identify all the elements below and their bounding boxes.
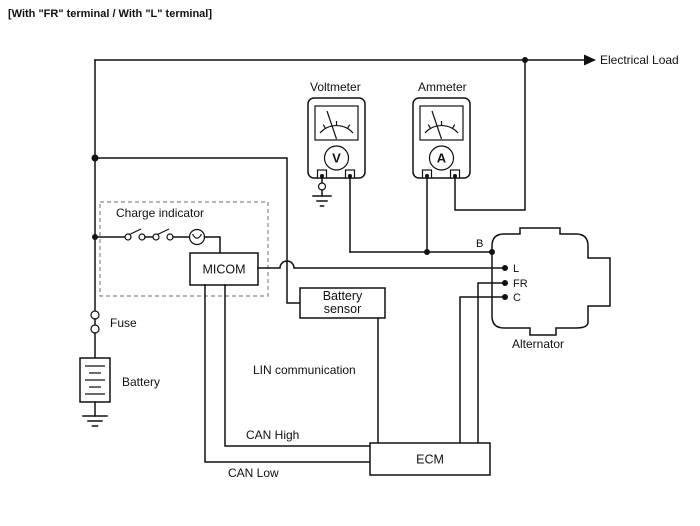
- ammeter-output-wire: [454, 59, 526, 211]
- micom-to-l-terminal-wire: [257, 260, 503, 269]
- voltmeter: Voltmeter V: [307, 80, 366, 207]
- ammeter-symbol-ring: [428, 145, 455, 171]
- cluster-boundary: [99, 201, 269, 297]
- voltmeter-scale-arc: [319, 124, 354, 134]
- charge-lamp-icon: [188, 228, 206, 246]
- fr-to-ecm-wire: [477, 282, 506, 444]
- terminal-b-label: B: [476, 238, 483, 250]
- junction-dot: [424, 249, 430, 255]
- switch-contact-icon: [152, 233, 160, 241]
- junction-dot: [91, 154, 99, 162]
- ammeter-terminal-dot: [453, 174, 457, 178]
- battery-sensor-branch: [91, 154, 301, 304]
- diagram-title: [With "FR" terminal / With "L" terminal]: [8, 8, 212, 20]
- terminal-c-label: C: [513, 292, 521, 304]
- c-to-ecm-wire: [459, 296, 506, 444]
- can-low-label: CAN Low: [228, 466, 279, 480]
- terminal-l-dot: [502, 265, 508, 271]
- alternator-body: [491, 227, 611, 336]
- battery-plates: [85, 365, 105, 395]
- switch-contact-icon: [138, 233, 146, 241]
- electrical-load-label: Electrical Load: [600, 53, 679, 67]
- voltmeter-label: Voltmeter: [310, 80, 361, 94]
- battery-branch: Fuse Battery: [79, 59, 160, 427]
- ammeter-scale-ticks: [427, 121, 456, 129]
- ammeter-needle: [431, 110, 443, 140]
- electrical-load-arrow-icon: [584, 54, 596, 66]
- ecm-box: [369, 442, 491, 476]
- alternator: Alternator: [491, 227, 611, 351]
- ecm: ECM: [369, 442, 491, 476]
- junction-dot: [522, 57, 528, 63]
- alternator-terminals: L FR C: [459, 263, 528, 444]
- fuse-label: Fuse: [110, 316, 137, 330]
- battery-label: Battery: [122, 375, 160, 389]
- ammeter: Ammeter A: [412, 80, 471, 179]
- battery-sensor-label-line1: Battery: [323, 289, 363, 303]
- fuse-icon: [90, 324, 100, 334]
- switch-contact-icon: [166, 233, 174, 241]
- can-high-label: CAN High: [246, 428, 299, 442]
- switch-contact-icon: [124, 233, 132, 241]
- voltmeter-needle: [326, 110, 338, 140]
- battery-sensor: Battery sensor: [299, 287, 386, 319]
- voltmeter-ground-icon: [312, 195, 332, 207]
- switch-blade-icon: [129, 228, 142, 236]
- communication-lines: LIN communication CAN High CAN Low: [204, 284, 379, 480]
- terminal-b-dot: [489, 249, 495, 255]
- lamp-to-micom-wire: [203, 236, 221, 254]
- can-low-wire: [204, 284, 371, 463]
- battery-sense-wire: [94, 157, 301, 304]
- voltmeter-terminal-dot: [348, 174, 352, 178]
- alternator-label: Alternator: [512, 337, 564, 351]
- terminal-fr-label: FR: [513, 278, 528, 290]
- voltmeter-scale-ticks: [322, 121, 351, 129]
- junction-dot: [92, 234, 98, 240]
- terminal-l-label: L: [513, 263, 519, 275]
- b-terminal-wiring: B: [349, 57, 528, 255]
- battery-sensor-box: [299, 287, 386, 319]
- can-high-wire: [224, 284, 371, 447]
- ground-connector-icon: [317, 182, 327, 191]
- micom-label: MICOM: [202, 263, 245, 277]
- switch-blade-icon: [157, 228, 170, 236]
- battery-ground-icon: [82, 415, 108, 427]
- ammeter-terminal-dot: [425, 174, 429, 178]
- lamp-filament-icon: [191, 233, 203, 239]
- battery-sensor-label-line2: sensor: [324, 302, 362, 316]
- voltmeter-symbol-ring: [323, 145, 350, 171]
- fuse-icon: [90, 310, 100, 320]
- micom-box: [189, 252, 259, 286]
- electrical-load-bus: Electrical Load: [94, 53, 679, 67]
- ecm-label: ECM: [416, 453, 444, 467]
- voltmeter-symbol: V: [332, 151, 341, 166]
- charge-indicator-label: Charge indicator: [116, 206, 204, 220]
- voltmeter-terminal-dot: [320, 174, 324, 178]
- ammeter-label: Ammeter: [418, 80, 467, 94]
- ammeter-symbol: A: [437, 151, 447, 166]
- instrument-cluster: Charge indicator MICOM: [92, 201, 269, 297]
- ammeter-scale-arc: [424, 124, 459, 134]
- lin-label: LIN communication: [253, 363, 356, 377]
